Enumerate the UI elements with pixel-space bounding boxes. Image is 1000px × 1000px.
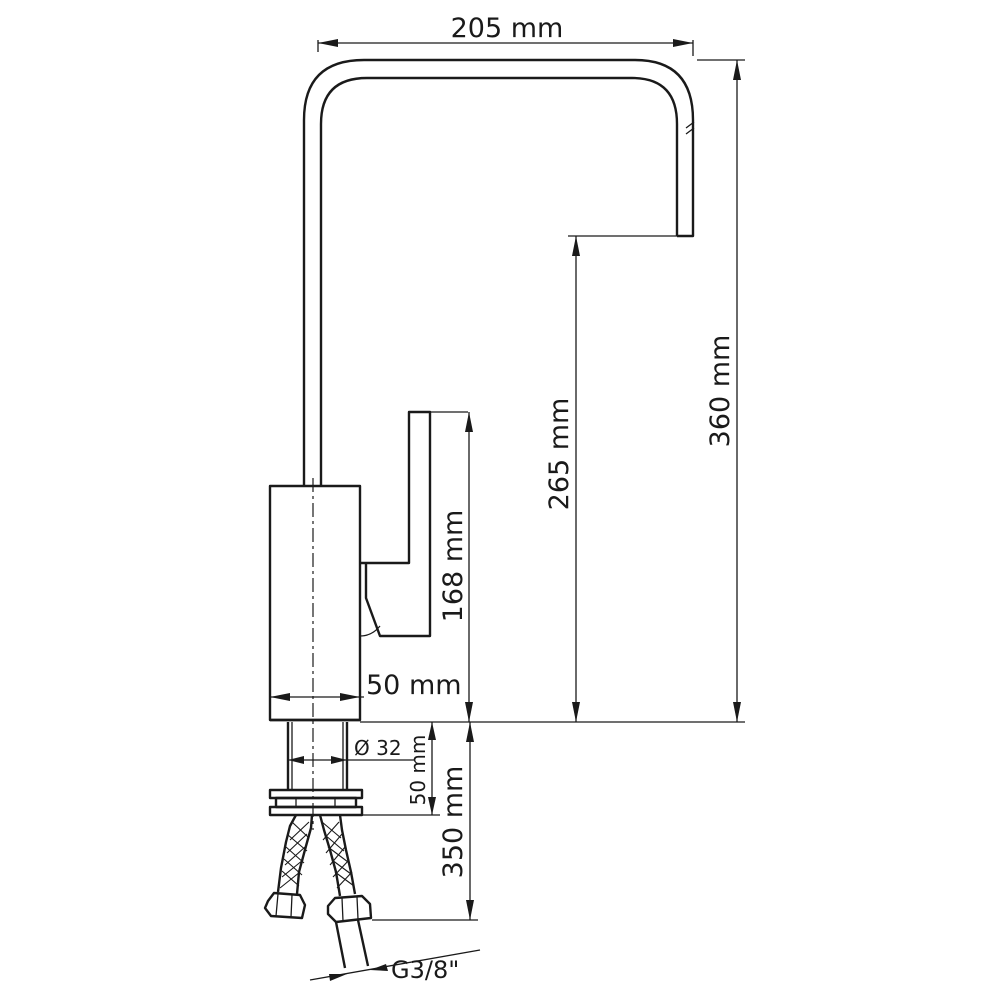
mixer-body [268,484,362,722]
label-body-width: 50 mm [366,670,462,701]
label-hose-thread: G3/8" [391,956,459,984]
fixing-nut [268,788,364,817]
dimension-lines [270,39,745,981]
spout-outer [302,58,695,486]
supply-hoses [263,814,373,969]
label-overall-height: 360 mm [705,335,736,448]
label-shank-diameter: Ø 32 [354,736,402,760]
label-hose-length: 350 mm [438,766,469,879]
faucet-outline [268,58,695,817]
label-overall-width: 205 mm [451,13,564,44]
lever-handle [360,410,432,638]
label-shank-length: 50 mm [406,735,430,806]
label-spout-height: 265 mm [544,398,575,511]
spout-inner [319,76,679,486]
shank [286,722,349,790]
label-lever-height: 168 mm [438,510,469,623]
